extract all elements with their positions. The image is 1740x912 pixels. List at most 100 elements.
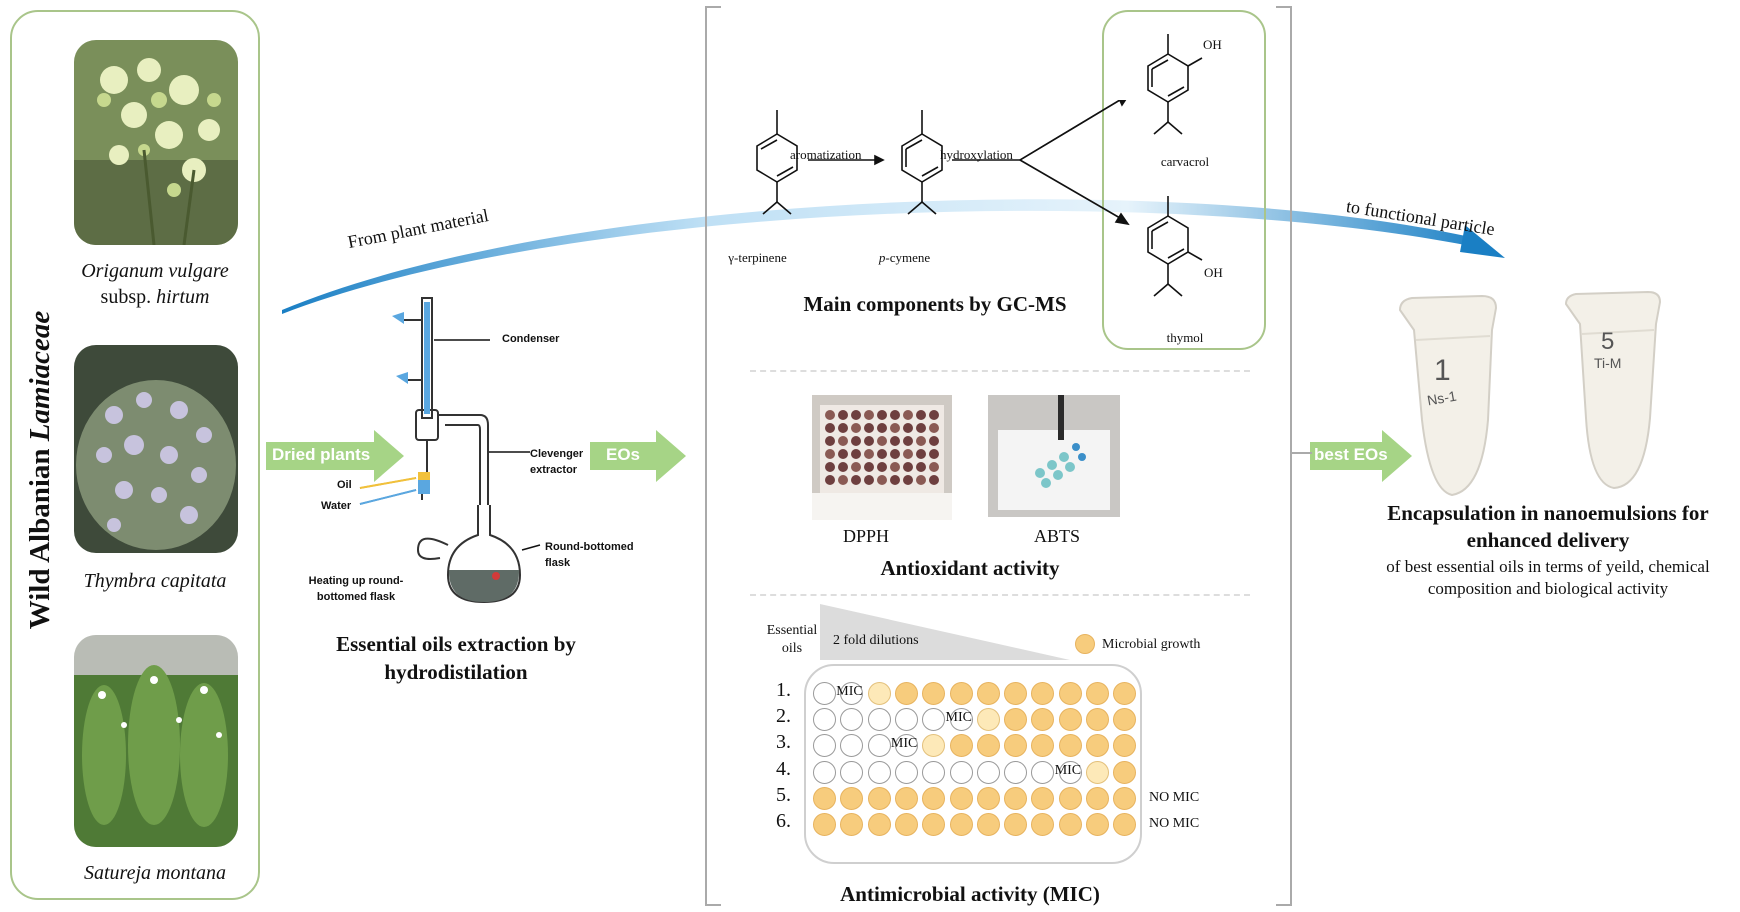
dpph-well [916, 475, 926, 485]
mic-well [922, 813, 946, 836]
mic-well [813, 682, 836, 705]
mic-well [1086, 682, 1109, 705]
mic-well [949, 682, 973, 705]
satureja-photo [74, 635, 238, 847]
mic-well [1004, 734, 1028, 758]
dpph-well [825, 423, 835, 433]
flow-arc [282, 199, 1505, 314]
mic-well [1113, 786, 1137, 810]
mic-well [949, 813, 973, 836]
dpph-well [916, 436, 926, 446]
oil-label: Oil [337, 479, 352, 491]
mic-well [1086, 760, 1109, 784]
mic-row-label: 4. [776, 757, 791, 780]
dpph-well [903, 462, 913, 472]
mic-well [867, 682, 891, 705]
dpph-well [916, 449, 926, 459]
heating-label: Heating up round-bottomed flask [308, 575, 404, 603]
dpph-well [877, 475, 887, 485]
mic-well [1113, 760, 1137, 784]
dilutions-label: 2 fold dilutions [833, 633, 919, 648]
mic-row-label: 6. [776, 810, 791, 832]
mic-well [976, 786, 1000, 810]
mic-well [1004, 682, 1028, 705]
dpph-well [916, 410, 926, 420]
mic-well [1058, 786, 1082, 810]
clevenger-label: Clevenger extractor [530, 448, 584, 476]
mic-well [1004, 813, 1028, 836]
plant-name-oregano: Origanum vulgare [81, 260, 229, 282]
mic-marker-label: MIC [1054, 762, 1082, 778]
carvacrol-structure [1147, 34, 1203, 135]
mic-well [949, 786, 973, 810]
center-bracket-right [1276, 6, 1292, 906]
mic-well [1058, 813, 1082, 836]
microplate [804, 664, 1142, 864]
mic-well [922, 734, 946, 758]
mic-well [976, 760, 1000, 784]
dpph-well [864, 449, 874, 459]
mic-well [1031, 760, 1055, 784]
antioxidant-title: Antioxidant activity [880, 556, 1060, 580]
mic-well [1004, 708, 1028, 732]
mic-well [1058, 760, 1082, 784]
mic-well [922, 708, 946, 732]
mic-title: Antimicrobial activity (MIC) [840, 882, 1100, 906]
dilution-wedge [820, 604, 1070, 660]
mic-row-label: 5. [776, 783, 791, 806]
p-cymene-label: p-cymene [878, 250, 931, 265]
encapsulation-subtitle-2: composition and biological activity [1427, 579, 1669, 598]
mic-well [840, 708, 864, 732]
dpph-well [877, 462, 887, 472]
mic-well [894, 682, 918, 705]
thymol-structure [1147, 196, 1203, 297]
center-bracket-left [705, 6, 721, 906]
dpph-well [838, 423, 848, 433]
mic-well [1031, 786, 1055, 810]
mic-well [867, 708, 891, 732]
mic-well [976, 708, 1000, 732]
dpph-well [864, 423, 874, 433]
dpph-well [877, 449, 887, 459]
mic-well [922, 682, 946, 705]
dpph-well [838, 449, 848, 459]
plant-subspecies: subsp. hirtum [100, 286, 210, 308]
mic-well [867, 813, 891, 836]
mic-well [949, 734, 973, 758]
mic-well [1113, 682, 1137, 705]
mic-well [1031, 708, 1055, 732]
dpph-well [877, 423, 887, 433]
mic-well [1058, 734, 1082, 758]
mic-row-label: 3. [776, 731, 791, 754]
mic-row-label: 2. [776, 705, 791, 728]
dpph-well [838, 410, 848, 420]
dried-plants-arrow [266, 430, 404, 482]
dpph-well [903, 449, 913, 459]
mic-well [1086, 786, 1109, 810]
eos-label: EOs [606, 445, 641, 464]
encapsulation-title-1: Encapsulation in nanoemulsions for [1387, 501, 1709, 525]
dpph-well [877, 436, 887, 446]
water-in-arrow-icon [396, 372, 408, 384]
mic-well [840, 786, 864, 810]
mic-well [1113, 813, 1137, 836]
dpph-well [903, 423, 913, 433]
mic-well [1113, 734, 1137, 758]
dpph-well [838, 436, 848, 446]
no-mic-label: NO MIC [1149, 789, 1200, 805]
growth-legend-swatch [1075, 634, 1095, 654]
mic-well [1058, 682, 1082, 705]
thymbra-photo [74, 345, 238, 553]
nanoemulsion-tube-1 [1398, 294, 1498, 497]
mic-well [949, 708, 973, 732]
dpph-wells [825, 410, 939, 485]
dpph-well [851, 423, 861, 433]
dpph-well [929, 410, 939, 420]
dpph-well [916, 462, 926, 472]
mic-well [813, 813, 836, 836]
mic-well [976, 734, 1000, 758]
mic-well [867, 786, 891, 810]
mic-well [922, 786, 946, 810]
abts-label: ABTS [1034, 526, 1081, 546]
pathway-diagram [756, 100, 1130, 226]
